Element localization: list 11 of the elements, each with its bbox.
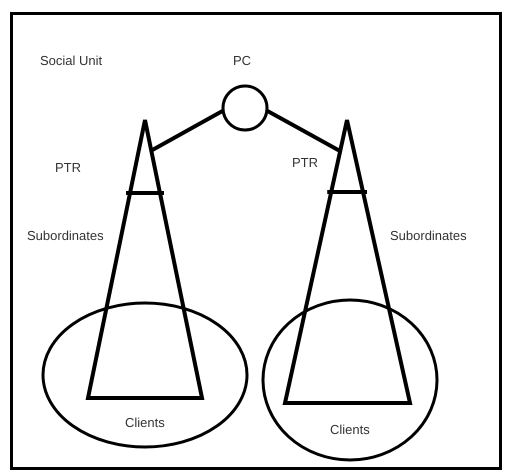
side-label: Subordinates [27, 228, 104, 244]
side-label: PTR [55, 160, 81, 176]
side-label: Subordinates [390, 228, 467, 244]
side-label: PTR [292, 155, 318, 171]
frame-title: Social Unit [40, 53, 102, 69]
frame-box [10, 12, 502, 470]
connector-line [150, 108, 224, 152]
circle-label: PC [233, 53, 252, 69]
ellipse-label: Clients [330, 422, 370, 438]
connector-line [266, 108, 342, 153]
ellipse-label: Clients [125, 415, 165, 431]
